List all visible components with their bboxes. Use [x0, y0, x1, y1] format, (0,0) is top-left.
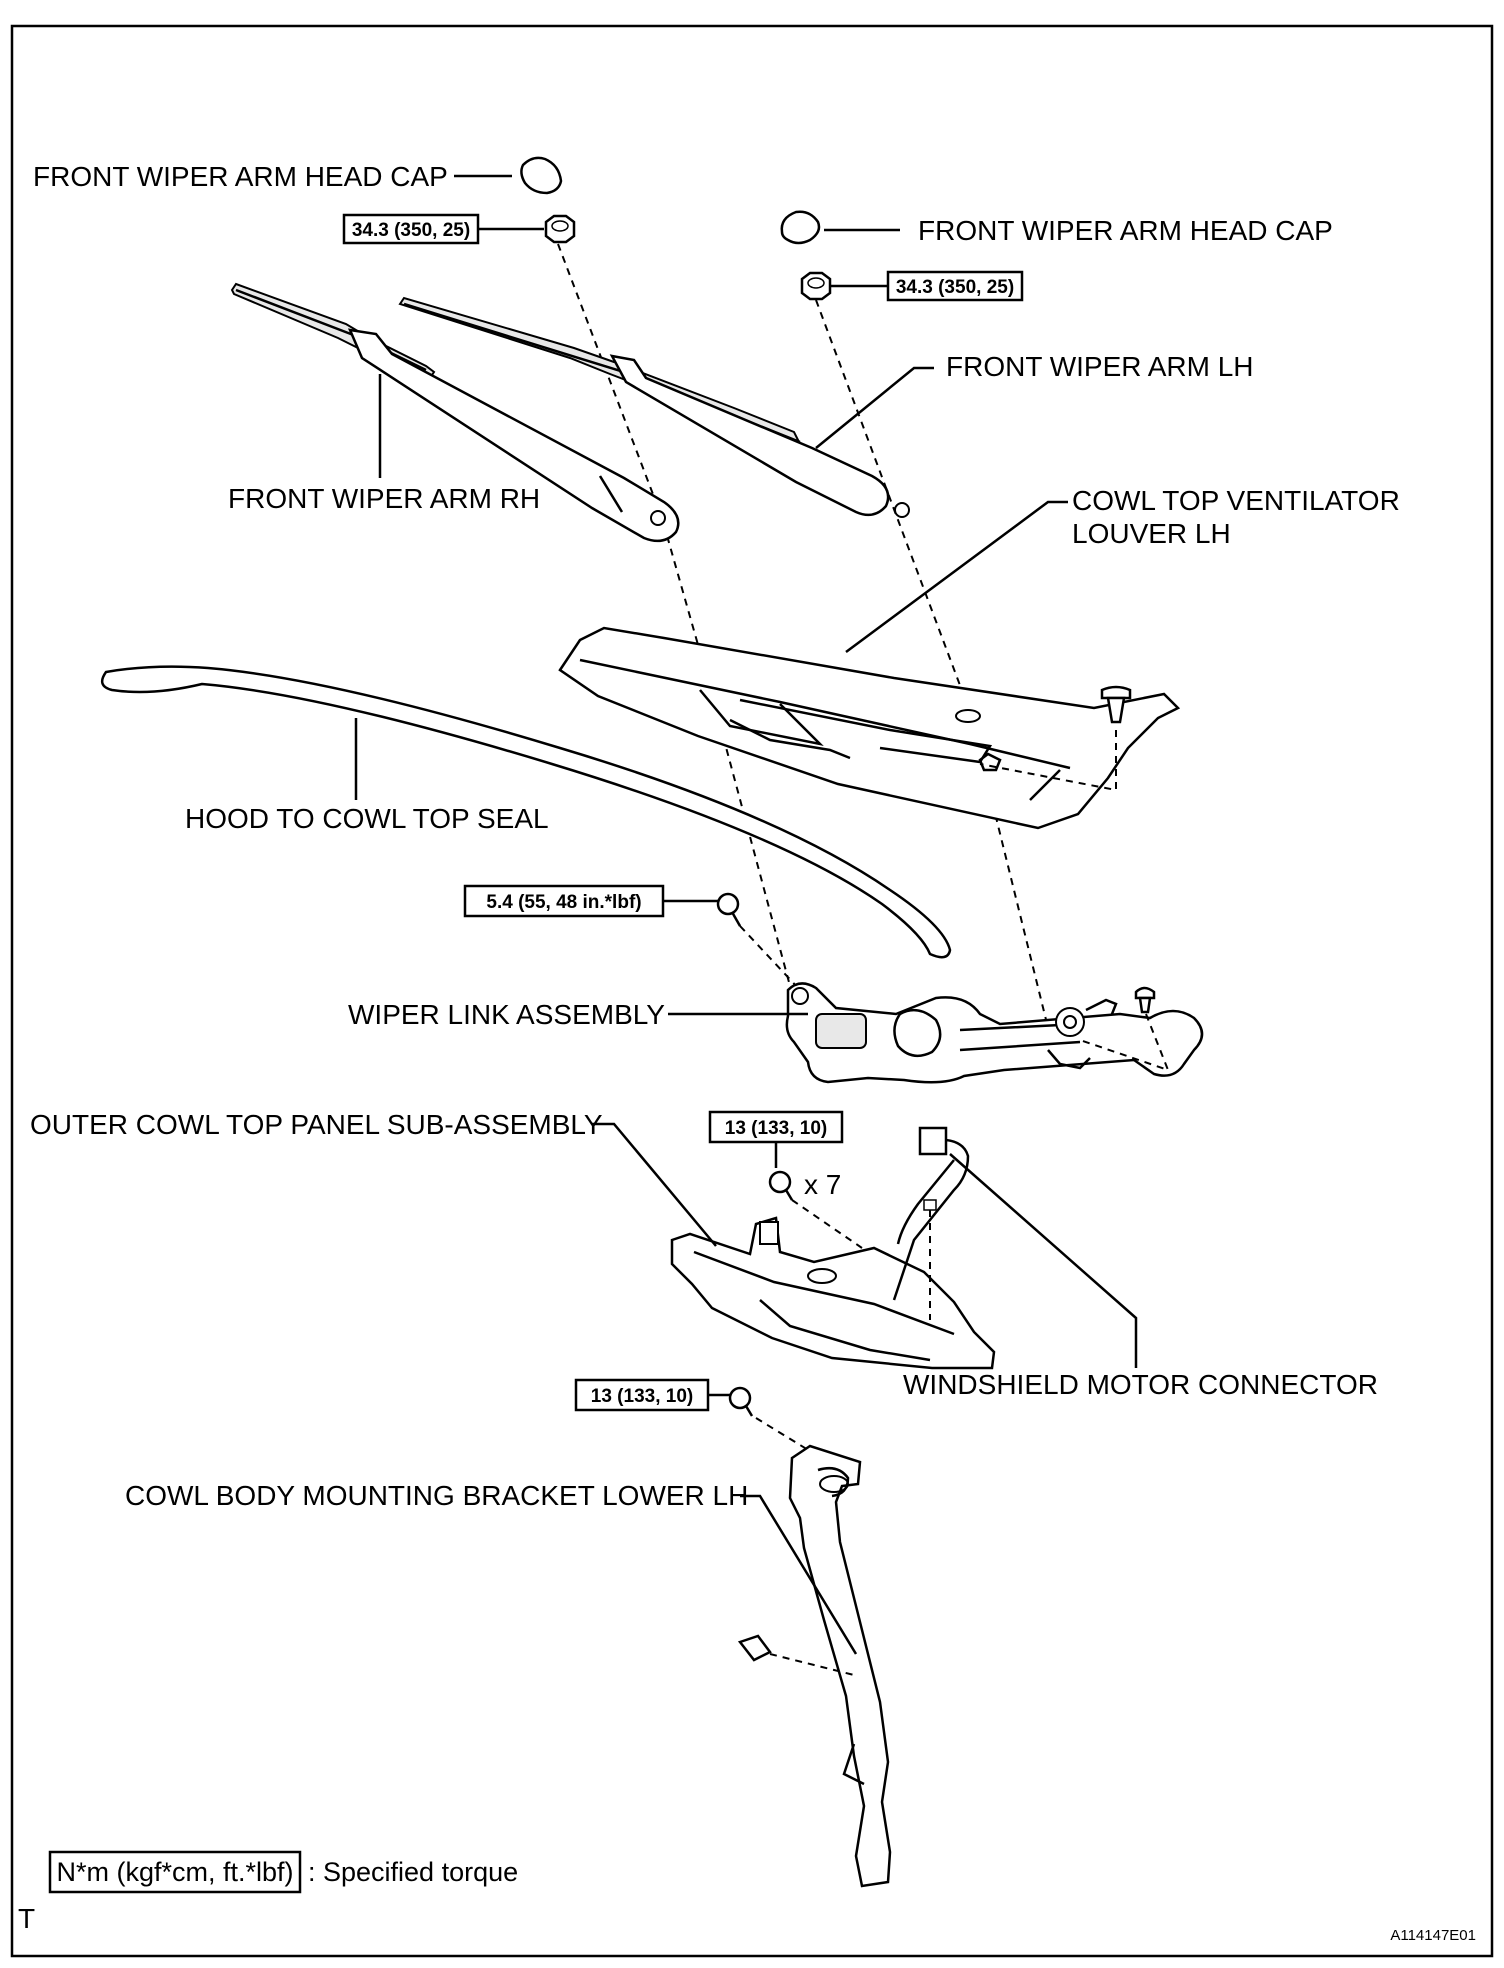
legend-description: : Specified torque: [308, 1857, 518, 1887]
torque-box-arm-rh: 34.3 (350, 25): [342, 213, 480, 245]
legend-unit: N*m (kgf*cm, ft.*lbf): [56, 1857, 293, 1887]
label-qty: x 7: [804, 1169, 841, 1200]
torque-value: 13 (133, 10): [591, 1386, 693, 1407]
front-wiper-arm-head-cap-lh: [780, 210, 821, 245]
torque-box-bracket: 13 (133, 10): [574, 1378, 710, 1412]
front-wiper-arm-lh: [398, 296, 910, 518]
front-wiper-arm-head-cap-rh: [520, 156, 563, 195]
label-head-cap-lh: FRONT WIPER ARM HEAD CAP: [918, 215, 1333, 246]
diagram-frame: [10, 24, 1494, 1958]
bolt-link: [716, 892, 742, 927]
nut-arm-rh: [544, 214, 576, 244]
torque-box-arm-lh: 34.3 (350, 25): [886, 270, 1024, 302]
legend: N*m (kgf*cm, ft.*lbf) : Specified torque: [48, 1850, 518, 1894]
label-link: WIPER LINK ASSEMBLY: [348, 999, 665, 1030]
bolt-link-right: [1134, 986, 1156, 1014]
front-wiper-arm-rh: [230, 282, 680, 543]
label-bracket: COWL BODY MOUNTING BRACKET LOWER LH: [125, 1480, 748, 1511]
wiper-link-assembly: [785, 982, 1204, 1084]
torque-value: 34.3 (350, 25): [896, 277, 1014, 298]
corner-letter: T: [18, 1903, 35, 1934]
label-louver-line1: COWL TOP VENTILATOR: [1072, 485, 1400, 516]
label-outer-panel: OUTER COWL TOP PANEL SUB-ASSEMBLY: [30, 1109, 603, 1140]
nut-arm-lh: [800, 271, 832, 301]
legend-unit-box: [48, 1850, 302, 1894]
torque-box-link: 5.4 (55, 48 in.*lbf): [463, 884, 665, 918]
torque-value: 13 (133, 10): [725, 1118, 827, 1139]
label-seal: HOOD TO COWL TOP SEAL: [185, 803, 549, 834]
torque-value: 5.4 (55, 48 in.*lbf): [486, 892, 641, 913]
torque-value: 34.3 (350, 25): [352, 220, 470, 241]
label-head-cap-rh: FRONT WIPER ARM HEAD CAP: [33, 161, 448, 192]
bolt-bracket: [728, 1386, 754, 1417]
cowl-body-mounting-bracket-lower-lh: [788, 1444, 892, 1888]
label-arm-lh: FRONT WIPER ARM LH: [946, 351, 1254, 382]
figure-id: A114147E01: [1390, 1927, 1476, 1944]
label-louver-line2: LOUVER LH: [1072, 518, 1231, 549]
cowl-top-ventilator-louver-lh: [558, 626, 1181, 830]
outer-cowl-top-panel-sub-assembly: [670, 1216, 996, 1370]
clip-louver: [1100, 685, 1132, 724]
label-arm-rh: FRONT WIPER ARM RH: [228, 483, 540, 514]
hood-to-cowl-top-seal: [100, 665, 952, 959]
windshield-motor-connector: [892, 1126, 970, 1301]
clip-bracket: [737, 1634, 772, 1662]
label-connector: WINDSHIELD MOTOR CONNECTOR: [903, 1369, 1378, 1400]
bolt-panel: [768, 1170, 794, 1201]
torque-box-panel: 13 (133, 10): [708, 1110, 844, 1144]
